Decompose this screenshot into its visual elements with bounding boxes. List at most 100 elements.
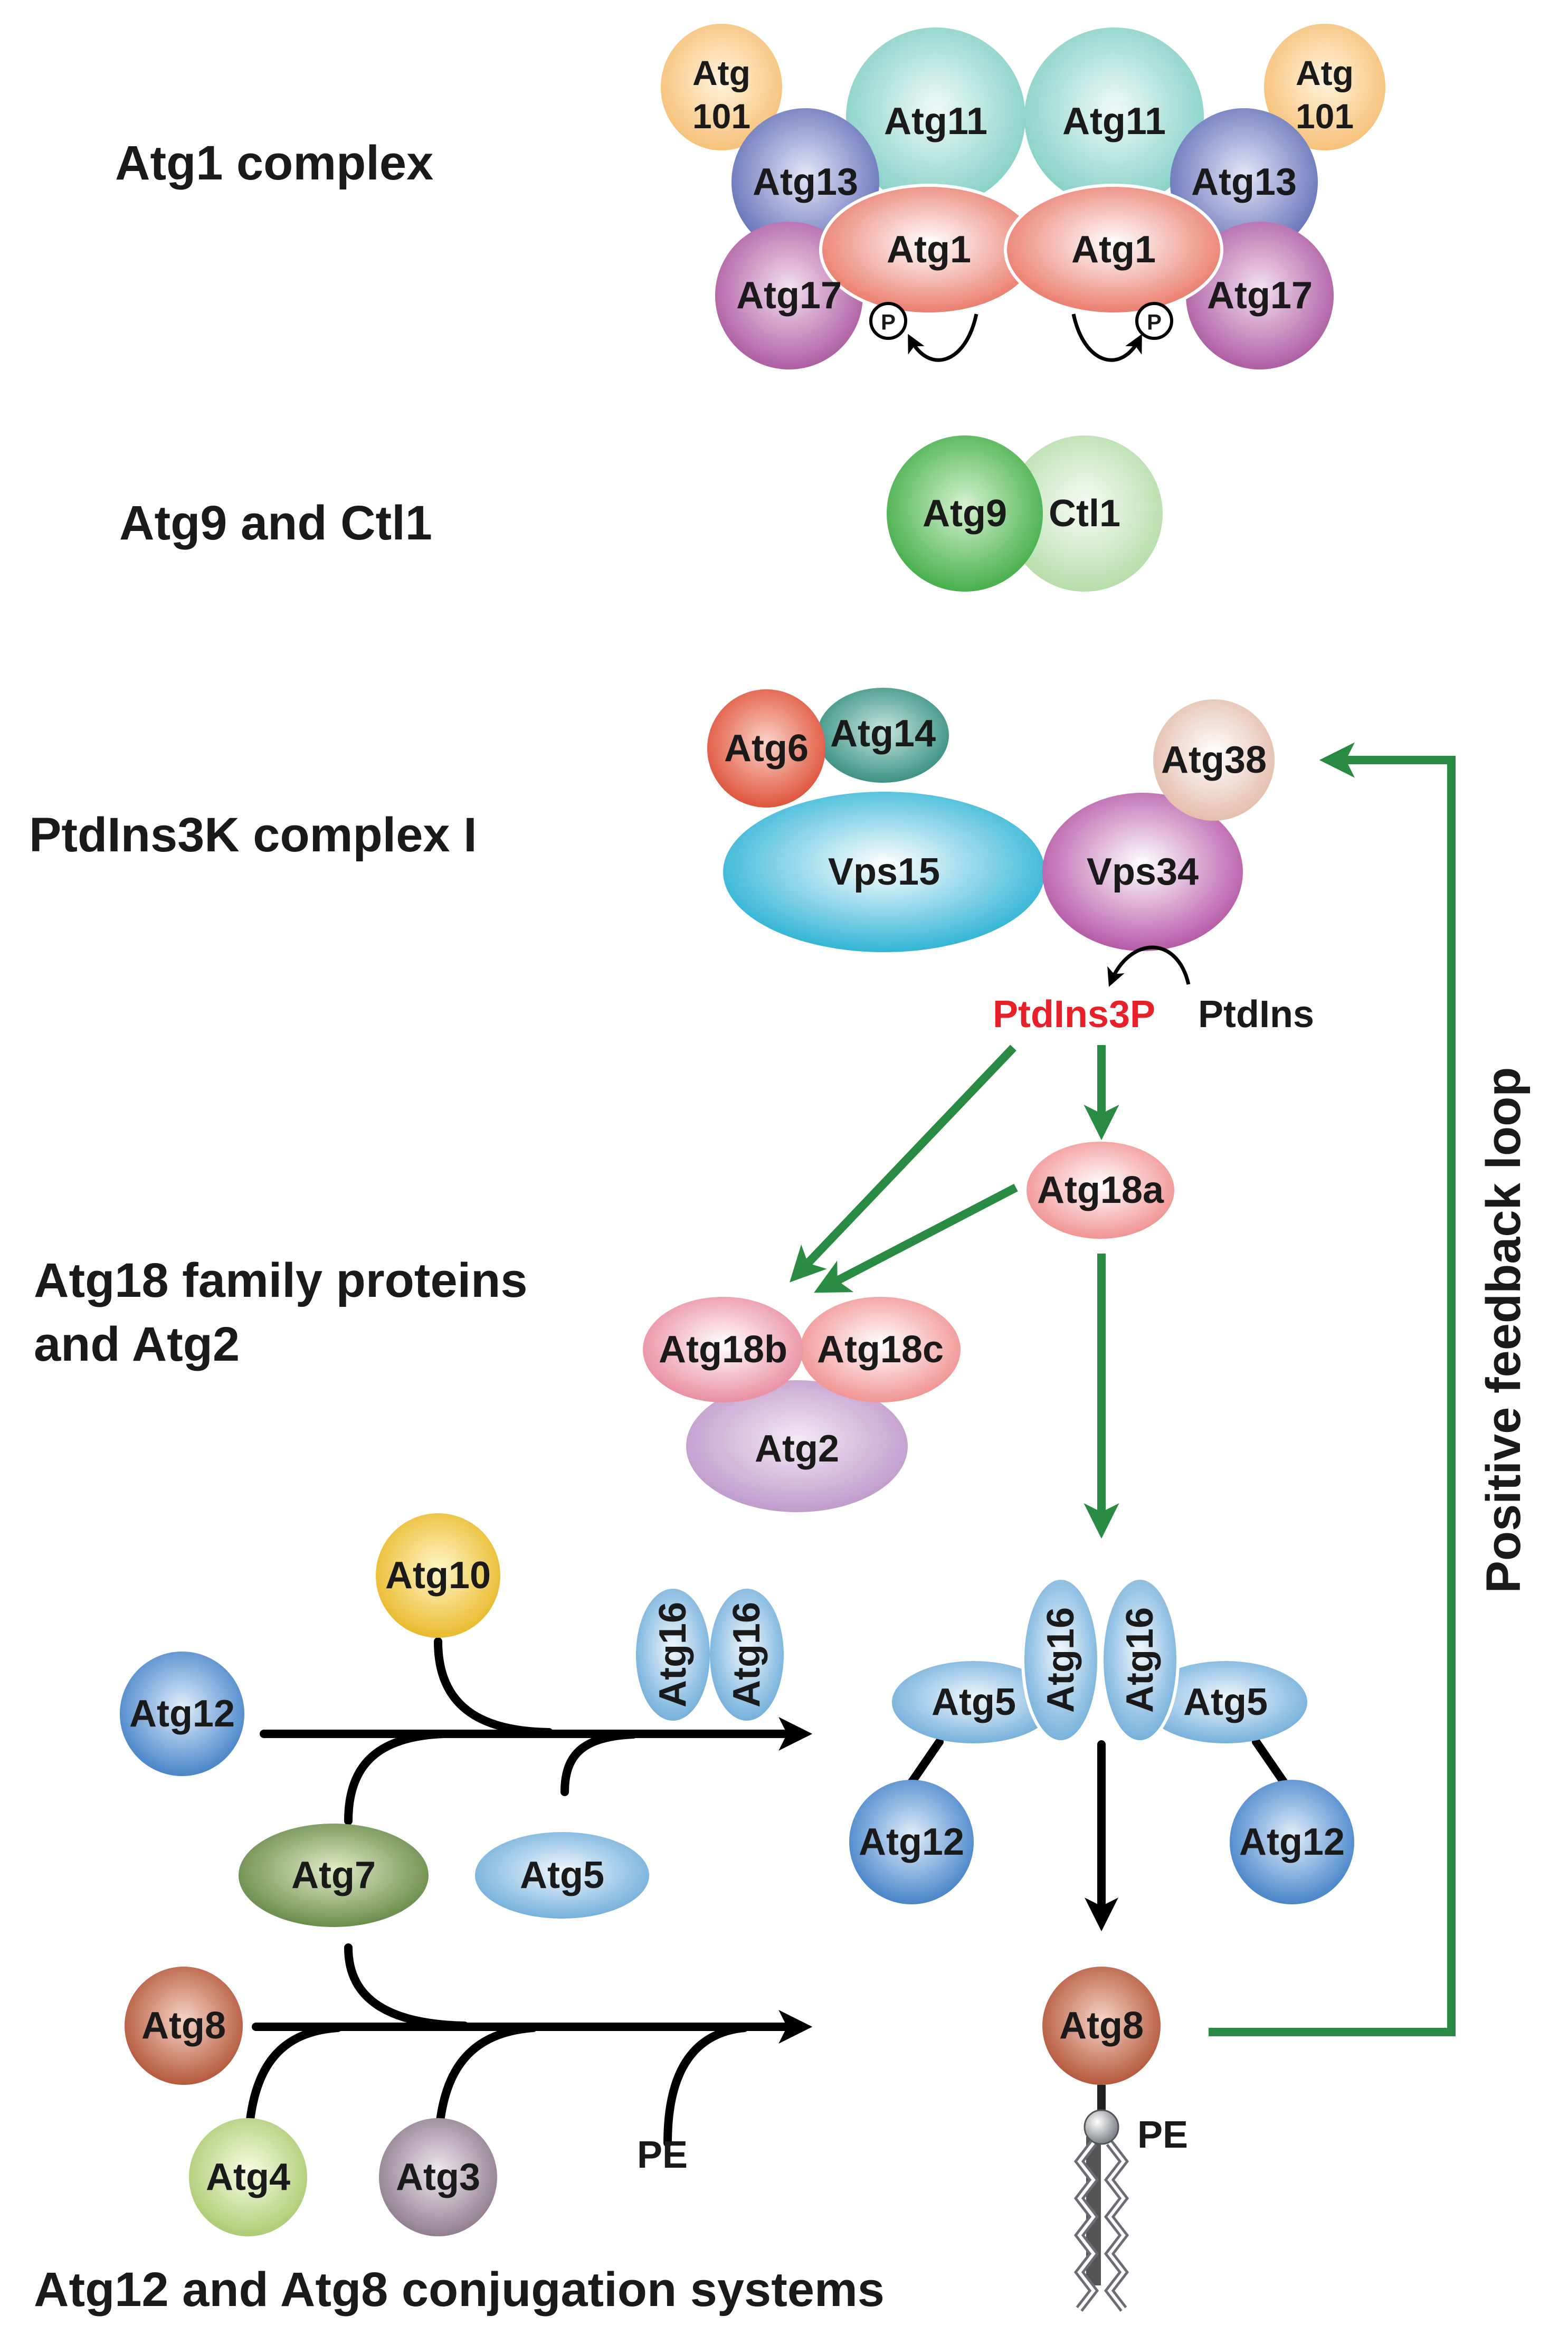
atg101-left-label-1: Atg — [692, 53, 750, 92]
atg8-label: Atg8 — [141, 2005, 226, 2047]
phosphate-left-label: P — [881, 310, 896, 335]
atg3-label: Atg3 — [396, 2156, 480, 2198]
phosphate-left-icon — [869, 302, 907, 340]
atg13-right-label: Atg13 — [1191, 161, 1297, 203]
phosphate-right-icon — [1135, 302, 1173, 340]
positive-feedback-arrow — [1209, 742, 1456, 2036]
atg4-label: Atg4 — [206, 2156, 290, 2198]
atg12-node — [120, 1652, 244, 1776]
atg11-left-node — [846, 27, 1025, 207]
green-arrows: Positive feedback loop — [790, 742, 1531, 2036]
atg5-right-node — [1144, 1661, 1307, 1743]
phosphorylation-arrow — [1107, 945, 1191, 987]
ctl1-label: Ctl1 — [1049, 492, 1120, 535]
atg101-right-label-2: 101 — [1296, 97, 1354, 136]
pe-label: PE — [637, 2134, 688, 2176]
atg5-left-label: Atg5 — [932, 1681, 1016, 1723]
atg8-final-label: Atg8 — [1059, 2005, 1144, 2047]
atg17-right-node — [1186, 222, 1334, 369]
atg1-complex: Atg 101 Atg 101 Atg11 Atg11 Atg13 Atg13 … — [661, 24, 1385, 369]
atg16-b-label: Atg16 — [726, 1602, 768, 1707]
atg9-ctl1-complex: Atg9 Ctl1 — [887, 435, 1163, 592]
atg5-atg12-left-bond — [906, 1738, 944, 1788]
conjugation-systems: Atg10 Atg12 Atg16 Atg16 Atg7 Atg5 Atg8 A… — [120, 1513, 813, 2236]
atg18a-node — [1027, 1142, 1174, 1239]
atg14-label: Atg14 — [830, 713, 936, 755]
atg9-node — [887, 435, 1043, 592]
atg18b-node — [643, 1297, 803, 1402]
atg10-connector — [434, 1637, 553, 1736]
atg16-right-label: Atg16 — [1119, 1607, 1161, 1713]
atg10-label: Atg10 — [385, 1554, 491, 1597]
atg16-b-node — [710, 1589, 784, 1721]
vps34-node — [1042, 793, 1243, 951]
ptdins-label: PtdIns — [1198, 993, 1314, 1036]
atg14-node — [817, 688, 949, 783]
pe-fatty-tail-left-highlight — [1077, 2142, 1096, 2310]
arrow-ptdins3p-to-atg18b — [790, 1045, 1016, 1283]
atg17-left-label: Atg17 — [736, 274, 842, 317]
atg3-node — [379, 2118, 497, 2236]
atg12-label: Atg12 — [129, 1693, 235, 1735]
atg38-label: Atg38 — [1161, 739, 1267, 781]
atg7-node — [239, 1824, 429, 1927]
atg5-connector — [560, 1730, 638, 1796]
pe-connector — [663, 2024, 748, 2147]
atg5-left-node — [892, 1661, 1056, 1743]
atg12-atg5-atg16-complex: Atg5 Atg5 Atg16 Atg16 Atg12 Atg12 — [849, 1577, 1354, 1932]
vps34-label: Vps34 — [1087, 851, 1199, 893]
ptdins3k-complex: Atg6 Atg14 Atg38 Vps15 Vps34 PtdIns3P Pt… — [707, 688, 1314, 1036]
atg1-left-label: Atg1 — [887, 229, 971, 271]
atg101-right-label-1: Atg — [1296, 53, 1354, 92]
section-label-atg18-line1: Atg18 family proteins — [34, 1254, 528, 1307]
atg12-right-label: Atg12 — [1239, 1821, 1345, 1863]
phosphate-right-label: P — [1147, 310, 1162, 335]
atg18c-node — [800, 1297, 961, 1402]
section-label-atg9-ctl1: Atg9 and Ctl1 — [119, 496, 432, 550]
atg12-left-node — [849, 1780, 974, 1904]
atg18c-label: Atg18c — [817, 1328, 944, 1371]
pe-final-label: PE — [1137, 2114, 1188, 2156]
atg18-atg2-complex: Atg18b Atg18c Atg2 Atg18a — [643, 1142, 1174, 1512]
atg6-label: Atg6 — [724, 727, 809, 770]
atg7-upper-connector — [344, 1730, 448, 1825]
atg11-right-label: Atg11 — [1062, 100, 1166, 143]
atg12-right-node — [1230, 1780, 1354, 1904]
atg101-left-label-2: 101 — [692, 97, 750, 136]
pe-headgroup-icon — [1084, 2109, 1119, 2145]
pe-fatty-tail-right-highlight — [1107, 2142, 1126, 2310]
vps15-node — [723, 792, 1045, 952]
atg2-node — [686, 1380, 908, 1512]
atg16-right-node — [1100, 1577, 1180, 1743]
atg5-right-label: Atg5 — [1183, 1681, 1268, 1723]
atg13-left-label: Atg13 — [753, 161, 858, 203]
atg7-lower-connector — [344, 1943, 469, 2030]
atg4-node — [189, 2118, 307, 2236]
atg18b-label: Atg18b — [659, 1328, 787, 1371]
section-label-atg1-complex: Atg1 complex — [115, 136, 433, 190]
section-label-ptdins3k: PtdIns3K complex I — [29, 808, 477, 862]
section-label-conjugation: Atg12 and Atg8 conjugation systems — [34, 2263, 885, 2317]
positive-feedback-label: Positive feedback loop — [1477, 1067, 1531, 1593]
atg2-label: Atg2 — [755, 1428, 839, 1470]
atg5-node — [475, 1832, 649, 1919]
atg38-node — [1153, 699, 1275, 821]
atg11-right-node — [1024, 27, 1204, 207]
atg12-left-label: Atg12 — [859, 1821, 964, 1863]
atg6-node — [707, 689, 825, 808]
atg1-right-node — [1004, 184, 1223, 316]
atg9-label: Atg9 — [923, 492, 1007, 535]
atg8-node — [125, 1967, 243, 2085]
atg7-label: Atg7 — [291, 1854, 376, 1896]
atg18a-label: Atg18a — [1037, 1169, 1164, 1211]
section-label-atg18-line2: and Atg2 — [34, 1317, 240, 1371]
atg101-left-node — [661, 24, 782, 150]
autophosphorylation-right-arrow — [1071, 314, 1142, 362]
autophosphorylation-left-arrow — [908, 314, 978, 362]
ctl1-node — [1006, 435, 1163, 592]
atg16-a-label: Atg16 — [652, 1602, 694, 1707]
atg8-final-node — [1042, 1967, 1161, 2085]
vps15-label: Vps15 — [828, 851, 940, 893]
atg16-left-node — [1021, 1577, 1100, 1743]
